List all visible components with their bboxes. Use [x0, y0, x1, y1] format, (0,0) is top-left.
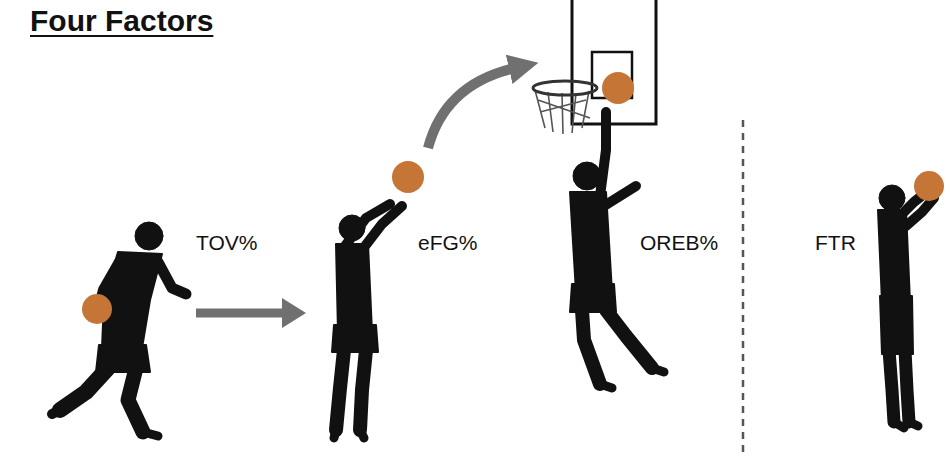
player-free-throw-part [909, 422, 918, 426]
flow-arrow-part [282, 298, 306, 328]
factor-label: TOV% [196, 231, 257, 255]
divider-line-part [742, 120, 745, 452]
player-shooting-part [336, 350, 344, 430]
diagram-title: Four Factors [30, 4, 213, 38]
basketball-part [914, 171, 944, 201]
player-shooting [332, 204, 402, 438]
hoop [533, 0, 656, 134]
hoop-part [535, 90, 590, 134]
flow-arrow-part [196, 309, 285, 318]
player-dribbling-part [135, 222, 163, 250]
player-free-throw-part [905, 350, 909, 422]
player-dribbling-part [60, 368, 108, 410]
player-rebounding-part [582, 310, 600, 384]
hoop-part [533, 81, 597, 95]
player-dribbling-part [143, 432, 158, 436]
player-free-throw-part [879, 185, 905, 211]
basketball [914, 171, 944, 201]
player-dribbling-part [128, 368, 143, 432]
hoop-part [572, 0, 656, 124]
basketball [602, 72, 634, 104]
player-shooting-part [360, 430, 364, 438]
factor-label: OREB% [640, 231, 718, 255]
player-shooting-part [360, 350, 366, 430]
shot-arrow-part [428, 68, 515, 148]
basketball-part [82, 294, 112, 324]
player-shooting-part [334, 430, 336, 438]
player-rebounding-part [652, 368, 664, 372]
player-dribbling [52, 222, 186, 436]
player-dribbling-part [158, 262, 186, 294]
player-rebounding-part [600, 112, 606, 196]
player-free-throw-part [906, 198, 934, 226]
divider-line [743, 120, 744, 452]
player-shooting-part [336, 244, 372, 332]
factor-label: FTR [815, 231, 856, 255]
player-rebounding-part [600, 384, 612, 388]
basketball-part [602, 72, 634, 104]
shot-arrow [428, 68, 515, 148]
player-rebounding-part [606, 310, 652, 368]
flow-arrow [196, 298, 306, 328]
player-free-throw [878, 185, 934, 428]
basketball-part [392, 161, 424, 193]
basketball [82, 294, 112, 324]
player-free-throw-part [894, 422, 904, 428]
player-rebounding-part [578, 186, 636, 206]
player-dribbling-part [52, 410, 60, 414]
player-free-throw-part [889, 350, 894, 422]
player-shooting-part [362, 206, 402, 250]
basketball [392, 161, 424, 193]
factor-label: eFG% [418, 231, 478, 255]
